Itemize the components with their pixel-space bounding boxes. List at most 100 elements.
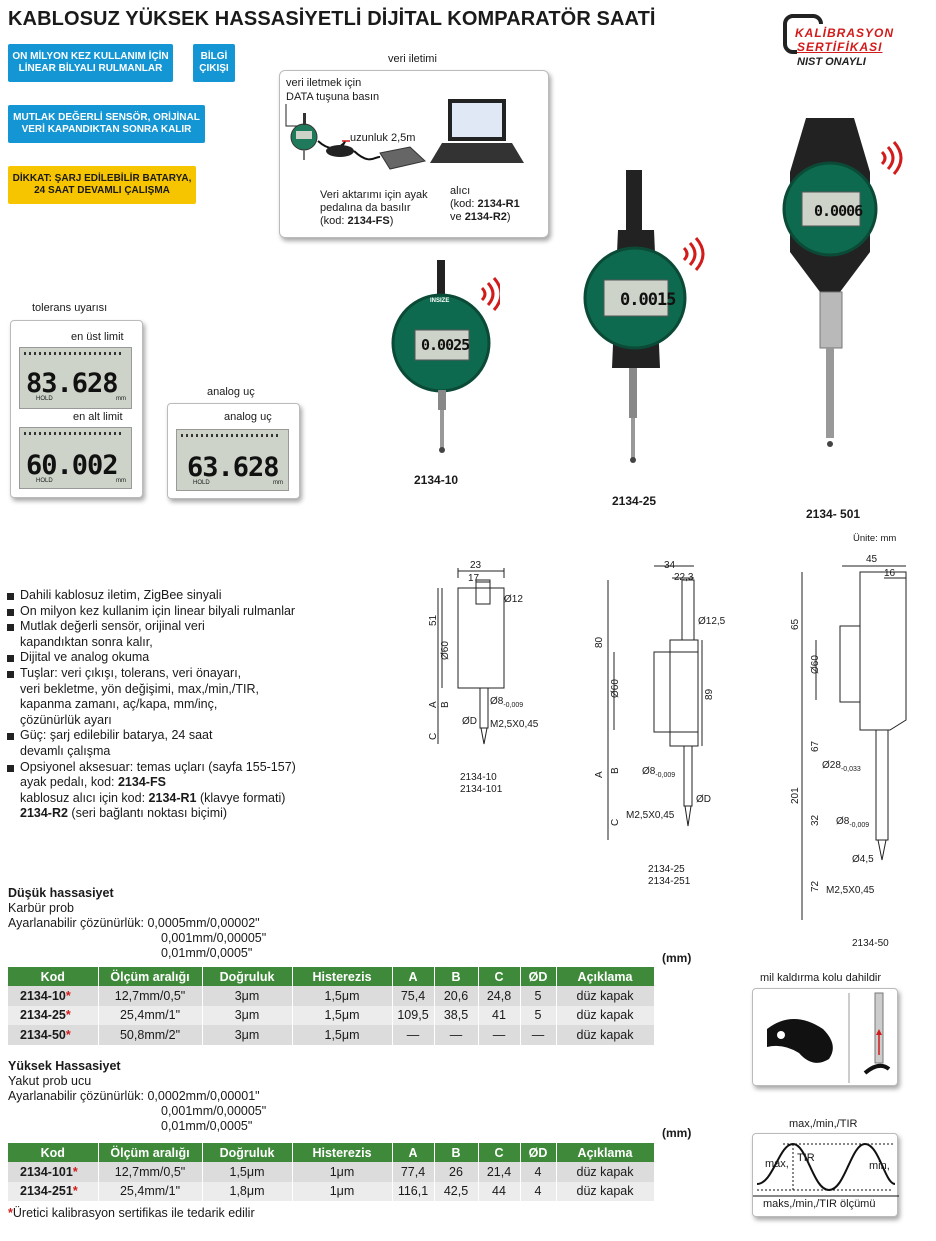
feature-item: kapandıktan sonra kalır, [20, 634, 153, 649]
mil-panel [752, 988, 898, 1086]
table-cell: 1,5μm [202, 1162, 293, 1182]
table-cell: 3μm [202, 1005, 293, 1025]
table-cell: 3μm [202, 1025, 293, 1045]
tolerans-title: tolerans uyarısı [32, 302, 108, 314]
certificate-star: * [65, 1008, 71, 1023]
table-cell: 12,7mm/0,5" [98, 986, 203, 1006]
table-cell: 21,4 [478, 1162, 521, 1182]
table-cell: 4 [520, 1181, 557, 1201]
lcd-ust: 83.628 HOLD mm [19, 347, 132, 409]
veri-iletimi-title: veri iletimi [388, 53, 437, 65]
footnote: *Üretici kalibrasyon sertifikas ile teda… [8, 1206, 255, 1220]
table-cell: 5 [520, 986, 557, 1006]
drawing-2134-50: 45 16 65 Ø60 67 Ø28-0,033 201 32 Ø8-0,00… [780, 550, 930, 950]
table-cell: 75,4 [392, 986, 435, 1006]
table-cell: 42,5 [434, 1181, 479, 1201]
table-header: Ölçüm aralığı [98, 1143, 203, 1162]
feature-item: veri bekletme, yön değişimi, max,/min,/T… [20, 681, 259, 696]
product-label-2134-25: 2134-25 [612, 494, 657, 508]
badge-rulman: ON MİLYON KEZ KULLANIM İÇİN LİNEAR BİLYA… [8, 44, 173, 82]
drawing-2134-10: 23 17 Ø12 51 Ø60 A B C Ø8-0,009 ØD M2,5X… [428, 560, 539, 795]
table-cell: 25,4mm/1" [98, 1181, 203, 1201]
table-cell: düz kapak [556, 1162, 655, 1182]
high-section: Yüksek Hassasiyet Yakut prob ucu Ayarlan… [8, 1059, 267, 1133]
table-header: C [478, 1143, 521, 1162]
veri-iletimi-illustration [285, 99, 524, 170]
product-2134-501: 0.0006 [770, 112, 920, 492]
product-2134-10: INSIZE 0.0025 [390, 258, 500, 458]
feature-item: Güç: şarj edilebilir batarya, 24 saat [7, 728, 360, 744]
high-unit: (mm) [662, 1126, 692, 1140]
lcd-analog: 63.628 HOLD mm [176, 429, 289, 491]
mil-title: mil kaldırma kolu dahildir [760, 972, 882, 984]
feature-extra: ayak pedalı, kod: 2134-FS kablosuz alıcı… [20, 775, 286, 821]
table-cell: 1μm [292, 1181, 393, 1201]
table-header: Açıklama [556, 1143, 655, 1162]
certificate-star: * [72, 1184, 78, 1199]
low-section: Düşük hassasiyet Karbür prob Ayarlanabil… [8, 886, 267, 960]
table-cell: 1,5μm [292, 986, 393, 1006]
table-cell: 20,6 [434, 986, 479, 1006]
badge-sensor: MUTLAK DEĞERLİ SENSÖR, ORİJİNAL VERİ KAP… [8, 105, 205, 143]
tir-title: max,/min,/TIR [789, 1118, 858, 1130]
table-cell: düz kapak [556, 1025, 655, 1045]
table-header: B [434, 967, 479, 986]
table-cell: 77,4 [392, 1162, 435, 1182]
table-header: Histerezis [292, 1143, 393, 1162]
veri-iletimi-panel: veri iletmek için DATA tuşuna basın uzun… [279, 70, 549, 238]
table-cell: 2134-10* [8, 986, 99, 1006]
product-2134-25: 0.0015 [580, 168, 720, 478]
table-cell: 41 [478, 1005, 521, 1025]
table-header: Açıklama [556, 967, 655, 986]
table-cell: 109,5 [392, 1005, 435, 1025]
table-cell: düz kapak [556, 986, 655, 1006]
table-cell: düz kapak [556, 1005, 655, 1025]
table-cell: 2134-50* [8, 1025, 99, 1045]
product-label-2134-10: 2134-10 [414, 473, 459, 487]
table-cell: — [478, 1025, 521, 1045]
certificate-star: * [72, 1164, 78, 1179]
badge-bilgi: BİLGİ ÇIKIŞI [193, 44, 235, 82]
low-unit: (mm) [662, 951, 692, 965]
feature-item: Dahili kablosuz iletim, ZigBee sinyali [7, 588, 360, 604]
table-cell: 2134-25* [8, 1005, 99, 1025]
table-header: ØD [520, 967, 557, 986]
table-cell: — [392, 1025, 435, 1045]
table-cell: 12,7mm/0,5" [98, 1162, 203, 1182]
table-header: Kod [8, 1143, 99, 1162]
table-cell: 25,4mm/1" [98, 1005, 203, 1025]
table-cell: 2134-251* [8, 1181, 99, 1201]
table-header: ØD [520, 1143, 557, 1162]
table-cell: 38,5 [434, 1005, 479, 1025]
feature-item: çözünürlük ayarı [20, 712, 112, 727]
certificate-star: * [65, 1027, 71, 1042]
table-cell: 3μm [202, 986, 293, 1006]
table-cell: 44 [478, 1181, 521, 1201]
table-header: A [392, 967, 435, 986]
table-cell: 24,8 [478, 986, 521, 1006]
table-header: Kod [8, 967, 99, 986]
table-cell: 4 [520, 1162, 557, 1182]
table-cell: 1,8μm [202, 1181, 293, 1201]
table-header: A [392, 1143, 435, 1162]
table-header: B [434, 1143, 479, 1162]
feature-item: On milyon kez kullanim için linear bilya… [7, 604, 360, 620]
certificate-star: * [65, 988, 71, 1003]
table-cell: 2134-101* [8, 1162, 99, 1182]
feature-item: kapanma zamanı, aç/kapa, mm/inç, [20, 697, 218, 712]
tir-panel: max, TIR min, maks,/min,/TIR ölçümü [752, 1133, 899, 1217]
calibration-certificate-logo: KALİBRASYON SERTİFİKASI NIST ONAYLI [783, 14, 905, 74]
analog-panel: analog uç 63.628 HOLD mm [167, 403, 300, 499]
table-cell: 26 [434, 1162, 479, 1182]
table-header: C [478, 967, 521, 986]
tolerans-panel: en üst limit 83.628 HOLD mm en alt limit… [10, 320, 143, 498]
lcd-alt: 60.002 HOLD mm [19, 427, 132, 489]
table-cell: düz kapak [556, 1181, 655, 1201]
table-cell: — [434, 1025, 479, 1045]
